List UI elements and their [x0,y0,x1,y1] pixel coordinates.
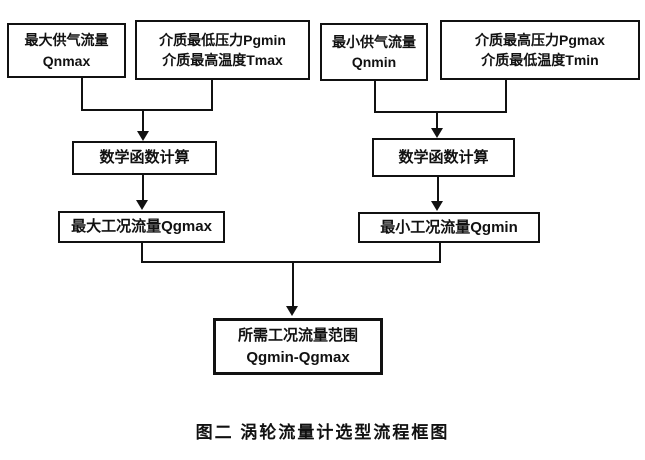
connector-left-stem [142,111,144,132]
box-pgmax-tmin: 介质最高压力Pgmax 介质最低温度Tmin [440,20,640,80]
arrow-down-icon [136,200,148,210]
connector-bottom-v2 [439,243,441,263]
connector-bottom-v1 [141,243,143,263]
box-result-range-line1: 所需工况流量范围 [237,326,358,344]
box-qgmin: 最小工况流量Qgmin [358,212,540,243]
box-calc-left: 数学函数计算 [72,141,217,175]
box-qgmax: 最大工况流量Qgmax [58,211,225,243]
connector-right-h [374,111,507,113]
box-max-supply-flow-line2: Qnmax [42,52,91,69]
arrow-down-icon [431,128,443,138]
box-qgmin-label: 最小工况流量Qgmin [380,218,518,236]
box-qgmax-label: 最大工况流量Qgmax [71,218,212,236]
box-result-range: 所需工况流量范围 Qgmin-Qgmax [213,318,383,375]
connector-left-h [81,109,213,111]
box-min-supply-flow: 最小供气流量 Qnmin [320,23,428,81]
box-pgmax-tmin-line1: 介质最高压力Pgmax [475,31,605,48]
connector-left-v1 [81,78,83,111]
box-pgmax-tmin-line2: 介质最低温度Tmin [481,52,599,68]
connector-calc-left-stem [142,175,144,201]
box-max-supply-flow: 最大供气流量 Qnmax [7,23,126,78]
connector-left-v2 [211,80,213,111]
arrow-down-icon [137,131,149,141]
box-calc-right: 数学函数计算 [372,138,515,177]
connector-right-v2 [505,80,507,113]
box-pgmin-tmax-line2: 介质最高温度Tmax [162,52,283,68]
connector-right-v1 [374,81,376,113]
box-result-range-line2: Qgmin-Qgmax [246,348,350,366]
connector-bottom-h [141,261,441,263]
box-min-supply-flow-line1: 最小供气流量 [332,33,416,50]
connector-bottom-stem [292,263,294,307]
box-pgmin-tmax-line1: 介质最低压力Pgmin [159,31,286,48]
figure-caption: 图二 涡轮流量计选型流程框图 [195,423,450,442]
box-calc-right-label: 数学函数计算 [398,148,489,166]
connector-right-stem [436,113,438,129]
box-min-supply-flow-line2: Qnmin [351,54,397,70]
arrow-down-icon [431,201,443,211]
box-calc-left-label: 数学函数计算 [99,149,190,167]
connector-calc-right-stem [437,177,439,202]
arrow-down-icon [286,306,298,316]
box-pgmin-tmax: 介质最低压力Pgmin 介质最高温度Tmax [135,20,310,80]
box-max-supply-flow-line1: 最大供气流量 [24,32,109,49]
